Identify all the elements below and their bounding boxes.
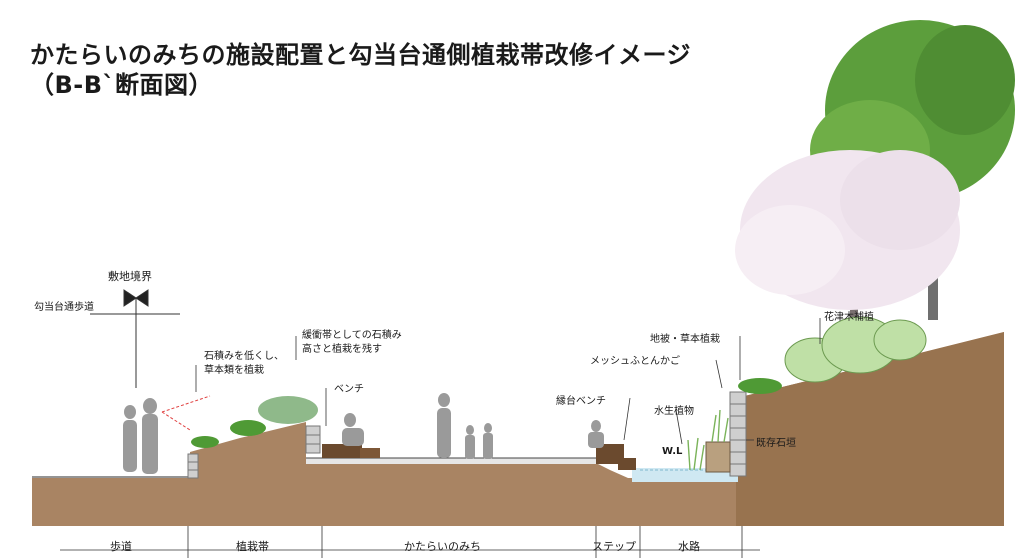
flower-shrubs (784, 316, 927, 383)
label-mesh-gabion: メッシュふとんかご (590, 356, 680, 367)
people-silhouettes (123, 393, 604, 474)
label-sidewalk-road: 勾当台通歩道 (34, 302, 94, 313)
title-line-1: かたらいのみちの施設配置と勾当台通側植栽帯改修イメージ (30, 41, 692, 69)
label-edge-bench: 縁台ベンチ (556, 396, 606, 407)
cherry-tree (735, 150, 960, 360)
dimension-line (60, 526, 760, 558)
label-flower-tree: 花津木補植 (824, 312, 874, 323)
boundary-marker (90, 289, 180, 388)
label-bench: ベンチ (334, 384, 364, 395)
planting-strip-shrubs (191, 378, 782, 448)
label-stone-lower: 石積みを低くし、 (204, 351, 284, 362)
diagram-title: かたらいのみちの施設配置と勾当台通側植栽帯改修イメージ （B-B`断面図） (30, 40, 691, 100)
bench-block (322, 444, 362, 458)
zone-path: かたらいのみち (404, 540, 481, 553)
mesh-gabion (705, 441, 731, 473)
zone-sidewalk: 歩道 (110, 540, 132, 553)
label-groundcover: 地被・草本植栽 (650, 334, 720, 345)
title-line-2: （B-B`断面図） (30, 71, 214, 99)
zone-step: ステップ (592, 540, 636, 553)
label-aquatic: 水生植物 (654, 406, 694, 417)
stone-wall-right (729, 391, 747, 477)
label-existing-stone: 既存石垣 (756, 438, 796, 449)
zone-planting: 植栽帯 (236, 540, 269, 553)
label-stone-lower-2: 草本類を植栽 (204, 365, 264, 376)
leader-lines (195, 318, 821, 445)
hillside (736, 332, 1004, 526)
zone-waterway: 水路 (678, 540, 700, 553)
stone-wall-left (187, 425, 321, 479)
label-buffer: 緩衝帯としての石積み (302, 330, 402, 341)
edge-bench-block (596, 444, 624, 464)
path-surface (306, 458, 598, 464)
label-boundary: 敷地境界 (108, 270, 152, 283)
aquatic-plants (687, 409, 729, 471)
label-buffer-2: 高さと植栽を残す (302, 344, 382, 355)
label-water-level: W.L (662, 446, 683, 457)
view-arrows (161, 395, 211, 431)
